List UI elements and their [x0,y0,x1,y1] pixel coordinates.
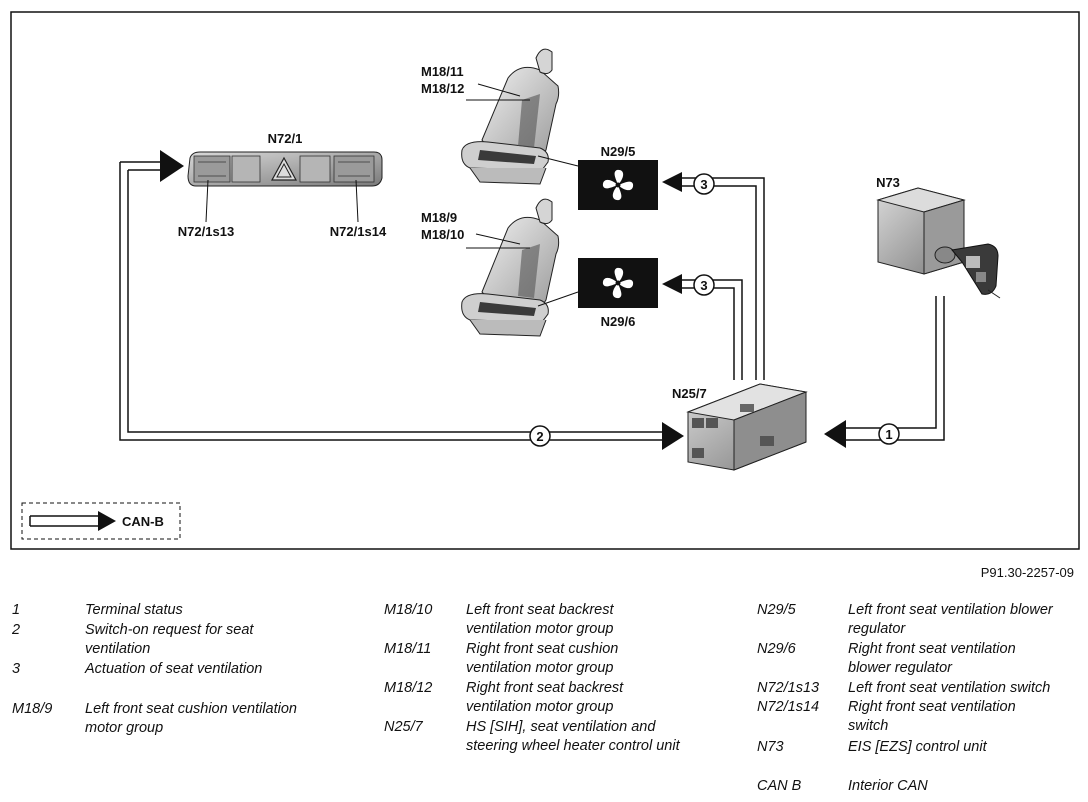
svg-text:3: 3 [700,177,707,192]
label-n29-6: N29/6 [601,314,636,329]
seat-left-front [461,198,579,337]
marker-2: 2 [529,425,551,447]
legend-code: N25/7 [384,719,423,735]
can-b-key: CAN-B [21,502,181,540]
switch-panel-n72-1 [187,151,383,223]
label-n72-1: N72/1 [268,131,303,146]
legend-desc: motor group [85,720,164,736]
legend-desc: Actuation of seat ventilation [85,661,263,677]
legend-desc: EIS [EZS] control unit [848,739,987,755]
label-n29-5: N29/5 [601,144,636,159]
legend-desc: ventilation motor group [466,699,614,715]
label-m18-10: M18/10 [421,227,464,242]
legend-desc: ventilation [85,641,151,657]
legend-desc: blower regulator [848,660,952,676]
legend-code: M18/10 [384,602,433,618]
label-m18-12: M18/12 [421,81,464,96]
legend-code: N29/5 [757,602,796,618]
can-b-key-label: CAN-B [122,514,164,529]
legend-desc: Right front seat cushion [466,641,619,657]
legend-desc: ventilation motor group [466,660,614,676]
legend-code: 3 [12,661,21,677]
label-n73: N73 [876,175,900,190]
legend-column-2: M18/10 Left front seat backrest ventilat… [384,601,744,754]
legend-column-1: 1 Terminal status 2 Switch-on request fo… [12,601,372,751]
legend-desc: Right front seat ventilation [848,699,1016,715]
actuation-line-upper [662,172,765,380]
label-n72-1s13: N72/1s13 [178,224,234,239]
legend-desc: switch [848,718,889,734]
legend-code: M18/12 [384,680,433,696]
label-n72-1s14: N72/1s14 [330,224,387,239]
legend-desc: Left front seat backrest [466,602,614,618]
legend-code: 2 [12,622,21,638]
blower-regulator-n29-5 [578,160,658,210]
label-n25-7: N25/7 [672,386,707,401]
system-diagram: 2 1 3 3 N72/1 [10,11,1080,550]
legend-code: M18/9 [12,701,53,717]
blower-regulator-n29-6 [578,258,658,308]
svg-text:2: 2 [536,429,543,444]
fan-icon [602,169,634,201]
label-m18-11: M18/11 [421,64,464,79]
legend-desc: regulator [848,621,906,637]
legend-code: N73 [757,739,784,755]
control-unit-n25-7 [686,383,808,471]
legend-desc: Left front seat ventilation switch [848,680,1051,696]
legend-code: N72/1s13 [757,680,820,696]
marker-3-lower: 3 [693,274,715,296]
seat-right-front [461,48,579,185]
legend-desc: Interior CAN [848,778,928,794]
legend-desc: Left front seat cushion ventilation [85,701,297,717]
legend-column-3: N29/5 Left front seat ventilation blower… [757,601,1082,797]
svg-text:1: 1 [885,427,892,442]
marker-1: 1 [878,423,900,445]
legend-code: N29/6 [757,641,796,657]
can-line-2 [119,150,684,450]
figure-reference: P91.30-2257-09 [980,565,1074,580]
can-line-1 [824,296,945,448]
legend-code: M18/11 [384,641,432,657]
legend-desc: Switch-on request for seat [85,622,254,638]
legend-code: 1 [12,602,21,618]
legend-desc: HS [SIH], seat ventilation and [466,719,656,735]
marker-3-upper: 3 [693,173,715,195]
legend-desc: Right front seat backrest [466,680,624,696]
legend-desc: ventilation motor group [466,621,614,637]
legend-desc: steering wheel heater control unit [466,738,680,754]
legend-desc: Right front seat ventilation [848,641,1016,657]
fan-icon [602,267,634,299]
ignition-unit-n73 [876,187,1001,299]
label-m18-9: M18/9 [421,210,457,225]
legend-desc: Left front seat ventilation blower [848,602,1053,618]
legend-code: CAN B [757,778,802,794]
legend-code: N72/1s14 [757,699,820,715]
legend-desc: Terminal status [85,602,183,618]
diagram-frame [10,11,1080,550]
svg-text:3: 3 [700,278,707,293]
